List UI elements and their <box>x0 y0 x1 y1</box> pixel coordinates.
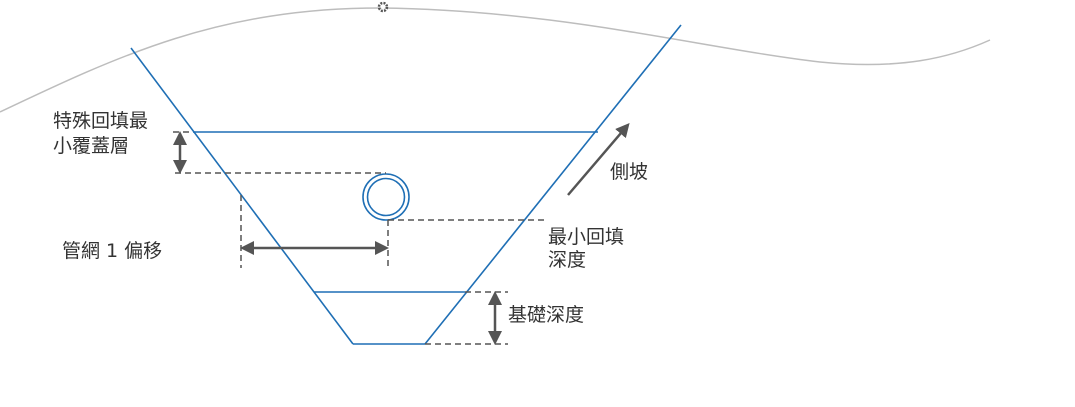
min-backfill-label-2: 深度 <box>548 249 586 271</box>
dimension-arrows <box>173 122 630 345</box>
special-backfill-label-1: 特殊回填最 <box>53 110 148 132</box>
side-slope-arrow <box>567 122 630 196</box>
side-slope-label: 側坡 <box>610 161 648 183</box>
trench-outline <box>130 24 682 345</box>
pipe <box>362 173 410 221</box>
dimension-dashes <box>173 131 548 345</box>
bedding-depth-label: 基礎深度 <box>508 304 584 326</box>
ground-surface-line <box>0 7 991 113</box>
min-backfill-label-1: 最小回填 <box>548 226 624 248</box>
special-backfill-label-2: 小覆蓋層 <box>53 135 129 157</box>
gear-icon <box>377 1 389 13</box>
pipe-offset-label: 管網 1 偏移 <box>62 240 162 262</box>
